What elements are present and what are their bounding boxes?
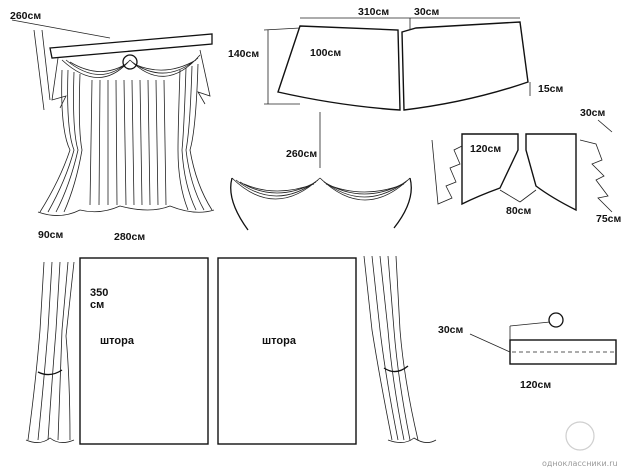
- tieback-left-folds: [27, 261, 75, 441]
- jabot-fold-left: [431, 139, 463, 205]
- jabot-panel-left: [461, 133, 519, 206]
- swag-folds: [61, 54, 201, 78]
- label-jabot-height: 80см: [506, 205, 532, 217]
- label-curtain-height-value: 350: [90, 287, 108, 299]
- lambrequin-panel-left: [277, 25, 401, 111]
- rod-leader: [509, 321, 551, 340]
- jabot-height-leader-right: [519, 189, 537, 203]
- tieback-right-folds: [363, 255, 419, 441]
- label-lambrequin-piece: 100см: [310, 47, 341, 59]
- curtain-panel-right: [217, 257, 357, 445]
- swag-sketch: 260см: [230, 148, 412, 231]
- left-drape: [39, 69, 83, 213]
- label-lambrequin-edge: 15см: [538, 83, 564, 95]
- label-top-left-width: 260см: [10, 10, 41, 22]
- hem-line: [37, 205, 215, 216]
- sheer-center: [89, 79, 167, 206]
- label-lambrequin-width: 310см: [358, 6, 389, 18]
- swag-left-folds: [231, 177, 321, 200]
- height-dim-tick-top: [263, 27, 301, 31]
- label-jabot-side: 75см: [596, 213, 622, 225]
- jabot-width-leader: [597, 119, 613, 133]
- label-curtain-height-unit: см: [90, 299, 104, 311]
- label-bottom-width: 280см: [114, 231, 145, 243]
- right-drape: [177, 63, 213, 211]
- rosette-icon: [122, 54, 138, 70]
- swag-tails: [230, 177, 412, 231]
- label-left-side-width: 90см: [38, 229, 64, 241]
- lambrequin-pattern: 310см 30см 140см 100см 15см: [228, 6, 564, 111]
- cornice-board: [49, 33, 213, 59]
- rod-band-pattern: 30см 120см: [438, 312, 617, 391]
- label-jabot-width: 30см: [580, 107, 606, 119]
- label-swag-width: 260см: [286, 148, 317, 160]
- tieback-right-band: [383, 365, 409, 373]
- tieback-right: [363, 255, 437, 443]
- label-lambrequin-overlap: 30см: [414, 6, 440, 18]
- side-leader-lines: [33, 29, 51, 111]
- label-rod-height: 30см: [438, 324, 464, 336]
- curtain-panel-left: [79, 257, 209, 445]
- side-jabots: [51, 49, 211, 109]
- label-rod-width: 120см: [520, 379, 551, 391]
- label-curtain-right: штора: [262, 335, 297, 347]
- jabot-panel-right: [525, 133, 577, 212]
- jabot-height-leader-left: [499, 189, 521, 203]
- tieback-left: [25, 261, 75, 443]
- tieback-left-hem: [25, 437, 75, 443]
- jabot-pattern: 30см 120см 80см 75см: [431, 107, 622, 225]
- label-lambrequin-height: 140см: [228, 48, 259, 60]
- rod-height-leader: [469, 333, 511, 353]
- watermark-logo-icon: [565, 421, 595, 451]
- swag-right-folds: [319, 177, 411, 201]
- label-jabot-piece: 120см: [470, 143, 501, 155]
- jabot-fold-right: [579, 139, 613, 213]
- lambrequin-panel-right: [401, 21, 529, 111]
- watermark-text: одноклассники.ru: [542, 459, 618, 468]
- rod-rosette-icon: [548, 312, 564, 328]
- width-leader-line: [11, 19, 111, 39]
- curtain-sketch-full: 260см 90см 280см: [10, 10, 215, 243]
- tieback-left-band: [37, 369, 63, 376]
- watermark: одноклассники.ru: [542, 421, 618, 468]
- tieback-right-hem: [387, 437, 437, 443]
- label-curtain-left: штора: [100, 335, 135, 347]
